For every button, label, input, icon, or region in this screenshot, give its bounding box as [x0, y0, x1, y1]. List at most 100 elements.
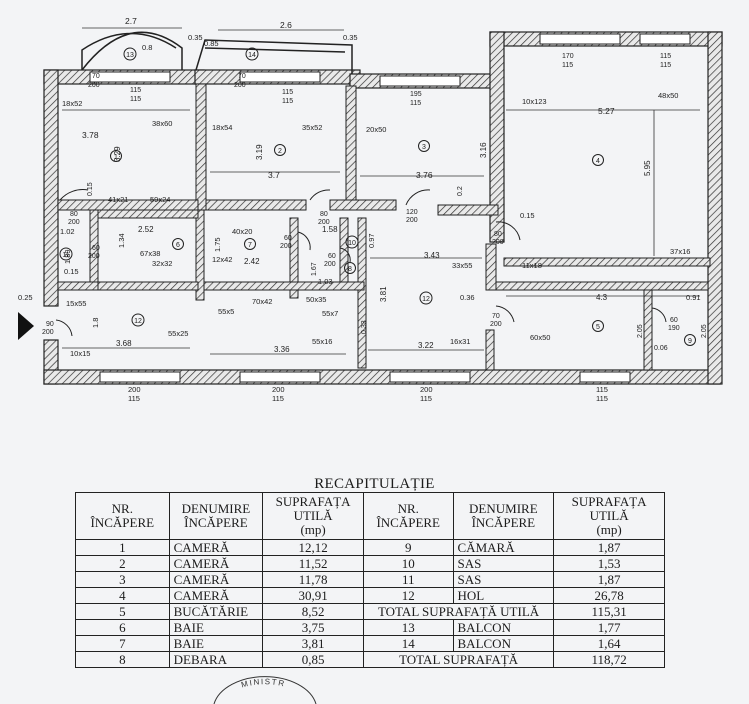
dim-label: 0.25: [18, 293, 33, 302]
svg-text:10: 10: [348, 240, 356, 247]
dim-label: 200: [324, 261, 336, 268]
dim-label: 0.06: [654, 345, 668, 352]
cell-name: CAMERĂ: [168, 555, 264, 572]
svg-text:14: 14: [248, 52, 256, 59]
svg-text:4: 4: [596, 158, 600, 165]
dim-label: 3.7: [268, 170, 280, 180]
floor-plan-drawing: 2.7 0.35 0.8 0.85 2.6 0.35 70 200 115 11…: [18, 16, 723, 403]
dim-label: 3.29: [113, 146, 122, 162]
dim-label: 115: [660, 53, 671, 60]
svg-text:8: 8: [348, 266, 352, 273]
dim-label: 4.3: [596, 293, 608, 302]
entrance-arrow-icon: [18, 312, 34, 340]
svg-text:6: 6: [176, 242, 180, 249]
room-marker: 13: [123, 47, 137, 61]
cell-area: 3,81: [262, 635, 364, 652]
dim-label: 0.33: [361, 320, 368, 334]
cell-area: 30,91: [262, 587, 364, 604]
cell-area: 0,85: [262, 651, 364, 668]
dim-label: 115: [596, 385, 608, 394]
svg-text:MINISTR: MINISTR: [240, 677, 286, 689]
dim-label: 3.19: [255, 144, 264, 160]
dim-label: 48x50: [658, 91, 678, 100]
dim-label: 1.89: [63, 249, 72, 264]
door-arcs: [55, 189, 667, 337]
cell-name: DEBARA: [168, 651, 264, 668]
dim-label: 115: [282, 98, 293, 105]
dim-label: 60: [670, 317, 678, 324]
dim-label: 70x42: [252, 297, 272, 306]
cell-total-value: 115,31: [553, 603, 665, 620]
room-marker: 8: [344, 262, 356, 274]
dim-label: 55x7: [322, 309, 338, 318]
cell-area: 26,78: [553, 587, 665, 604]
dim-label: 115: [272, 394, 284, 403]
cell-name: BAIE: [168, 635, 264, 652]
dim-label: 3.36: [274, 345, 290, 354]
cell-nr: 7: [75, 635, 170, 652]
cell-area: 3,75: [262, 619, 364, 636]
table-row: 2 CAMERĂ 11,52 10 SAS 1,53: [75, 555, 665, 572]
dim-label: 3.43: [424, 251, 440, 260]
dim-label: 1.67: [311, 262, 318, 276]
dim-label: 60: [328, 253, 336, 260]
cell-name: CAMERĂ: [168, 587, 264, 604]
cell-nr: 1: [75, 539, 170, 556]
dim-label: 0.15: [64, 267, 79, 276]
cell-area: 1,53: [553, 555, 665, 572]
dim-label: 0.85: [204, 39, 219, 48]
dim-label: 115: [420, 394, 432, 403]
dim-label: 60: [92, 245, 100, 252]
cell-area: 1,64: [553, 635, 665, 652]
table-row: 4 CAMERĂ 30,91 12 HOL 26,78: [75, 587, 665, 604]
cell-name: CAMERĂ: [168, 571, 264, 588]
cell-nr: 8: [75, 651, 170, 668]
dim-label: 35x52: [302, 123, 322, 132]
dim-label: 1.02: [60, 227, 75, 236]
room-marker: 14: [245, 47, 259, 61]
dim-label: 80: [494, 231, 502, 238]
dim-label: 10x15: [70, 349, 90, 358]
room-marker: 4: [592, 154, 604, 166]
dim-label: 15x55: [66, 299, 86, 308]
dim-label: 5.95: [643, 160, 652, 176]
cell-nr: 3: [75, 571, 170, 588]
dim-label: 20x50: [366, 125, 386, 134]
dim-label: 41x21: [108, 195, 128, 204]
dim-label: 200: [272, 385, 285, 394]
svg-text:12: 12: [422, 296, 430, 303]
cell-total-value: 118,72: [553, 651, 665, 668]
dim-label: 40x20: [232, 227, 252, 236]
cell-nr: 4: [75, 587, 170, 604]
dim-label: 120: [406, 209, 418, 216]
dim-label: 5.27: [598, 106, 615, 116]
dim-label: 0.15: [87, 182, 94, 196]
dim-label: 59x24: [150, 195, 170, 204]
svg-text:7: 7: [248, 242, 252, 249]
dim-label: 2.52: [138, 225, 154, 234]
cell-area: 1,87: [553, 539, 665, 556]
dim-label: 190: [668, 325, 680, 332]
dim-label: 12x42: [212, 255, 232, 264]
dim-label: 33x55: [452, 261, 472, 270]
dim-label: 115: [282, 89, 293, 96]
dim-label: 11x18: [522, 261, 542, 270]
cell-total-label: TOTAL SUPRAFAȚĂ: [362, 651, 555, 668]
dim-label: 200: [406, 217, 418, 224]
dim-label: 50x35: [306, 295, 326, 304]
dim-label: 2.05: [701, 324, 708, 338]
cell-name: CAMERĂ: [168, 539, 264, 556]
dim-label: 200: [88, 253, 100, 260]
windows: [89, 33, 691, 383]
dim-label: 55x5: [218, 307, 234, 316]
dim-label: 0.97: [367, 233, 376, 248]
dim-label: 0.15: [520, 211, 535, 220]
dim-label: 70: [238, 73, 246, 80]
dim-label: 0.35: [343, 33, 358, 42]
dim-label: 3.22: [418, 341, 434, 350]
room-marker: 12: [131, 313, 145, 327]
cell-nr: 10: [362, 555, 454, 572]
dim-label: 55x25: [168, 329, 188, 338]
